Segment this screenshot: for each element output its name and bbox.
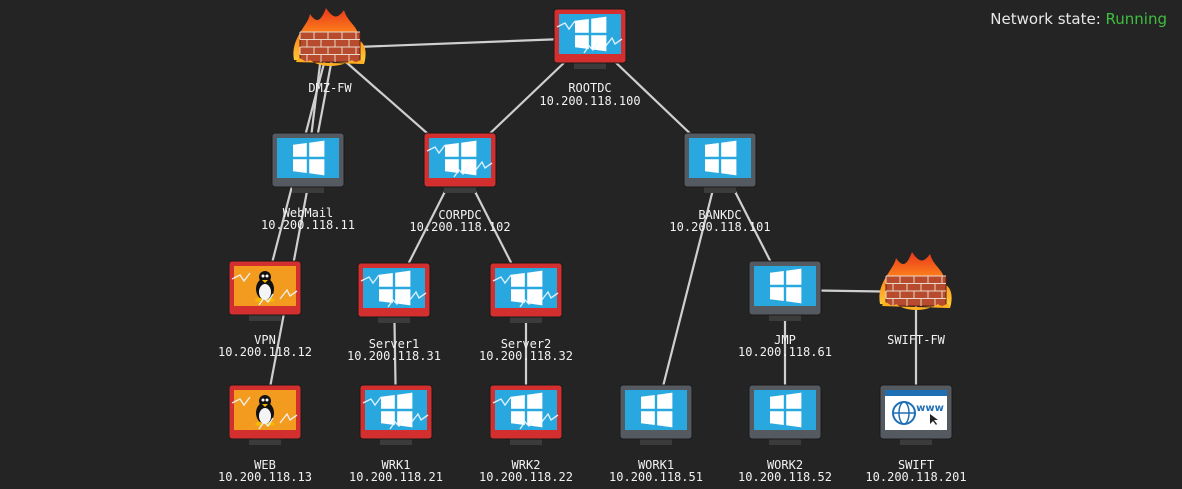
lightning-icon — [360, 274, 427, 308]
node-name-label: WORK1 — [638, 458, 674, 472]
lightning-icon — [556, 20, 623, 54]
node-ip-label: 10.200.118.201 — [865, 470, 966, 484]
globe-www-icon: www — [885, 390, 947, 425]
lightning-icon — [492, 396, 559, 430]
node-ip-label: 10.200.118.101 — [669, 220, 770, 234]
lightning-icon — [231, 272, 298, 306]
windows-logo-icon — [770, 392, 802, 428]
windows-logo-icon — [293, 140, 325, 176]
node-name-label: VPN — [254, 333, 276, 347]
node-name-label: SWIFT-FW — [887, 333, 946, 347]
node-name-label: SWIFT — [898, 458, 934, 472]
node-name-label: Server1 — [369, 337, 420, 351]
edge-bankdc-work1 — [654, 161, 722, 415]
node-swift-fw[interactable]: SWIFT-FW — [879, 252, 952, 347]
windows-logo-icon — [381, 392, 413, 428]
node-ip-label: 10.200.118.13 — [218, 470, 312, 484]
tux-penguin-icon — [255, 395, 275, 426]
node-ip-label: 10.200.118.21 — [349, 470, 443, 484]
node-name-label: WORK2 — [767, 458, 803, 472]
windows-logo-icon — [445, 140, 477, 176]
node-name-label: WebMail — [283, 206, 334, 220]
node-name-label: DMZ-FW — [308, 81, 352, 95]
node-name-label: BANKDC — [698, 208, 741, 222]
node-ip-label: 10.200.118.52 — [738, 470, 832, 484]
node-ip-label: 10.200.118.102 — [409, 220, 510, 234]
node-ip-label: 10.200.118.11 — [261, 218, 355, 232]
lightning-icon — [231, 396, 298, 430]
network-state-value: Running — [1105, 10, 1167, 28]
network-state-label: Network state: — [990, 10, 1101, 28]
windows-logo-icon — [641, 392, 673, 428]
edge-dmz-fw-web — [263, 47, 336, 415]
lightning-icon — [492, 274, 559, 308]
edge-dmz-fw-rootdc — [329, 36, 591, 50]
node-ip-label: 10.200.118.51 — [609, 470, 703, 484]
swift-screen-text: www — [916, 403, 944, 414]
firewall-icon — [293, 8, 366, 66]
windows-logo-icon — [379, 270, 411, 306]
node-name-label: JMP — [774, 333, 796, 347]
node-name-label: WRK1 — [382, 458, 411, 472]
node-name-label: WEB — [254, 458, 276, 472]
lightning-icon — [426, 144, 493, 178]
node-ip-label: 10.200.118.32 — [479, 349, 573, 363]
node-name-label: Server2 — [501, 337, 552, 351]
node-ip-label: 10.200.118.61 — [738, 345, 832, 359]
node-ip-label: 10.200.118.31 — [347, 349, 441, 363]
node-dmz-fw[interactable]: DMZ-FW — [293, 8, 366, 95]
node-ip-label: 10.200.118.12 — [218, 345, 312, 359]
node-ip-label: 10.200.118.22 — [479, 470, 573, 484]
windows-logo-icon — [575, 16, 607, 52]
lightning-icon — [362, 396, 429, 430]
windows-logo-icon — [770, 268, 802, 304]
node-name-label: WRK2 — [512, 458, 541, 472]
windows-logo-icon — [511, 392, 543, 428]
node-ip-label: 10.200.118.100 — [539, 94, 640, 108]
node-name-label: ROOTDC — [568, 81, 611, 95]
firewall-icon — [879, 252, 952, 310]
node-name-label: CORPDC — [438, 208, 481, 222]
network-state: Network state: Running — [990, 10, 1167, 28]
tux-penguin-icon — [255, 271, 275, 302]
windows-logo-icon — [705, 140, 737, 176]
